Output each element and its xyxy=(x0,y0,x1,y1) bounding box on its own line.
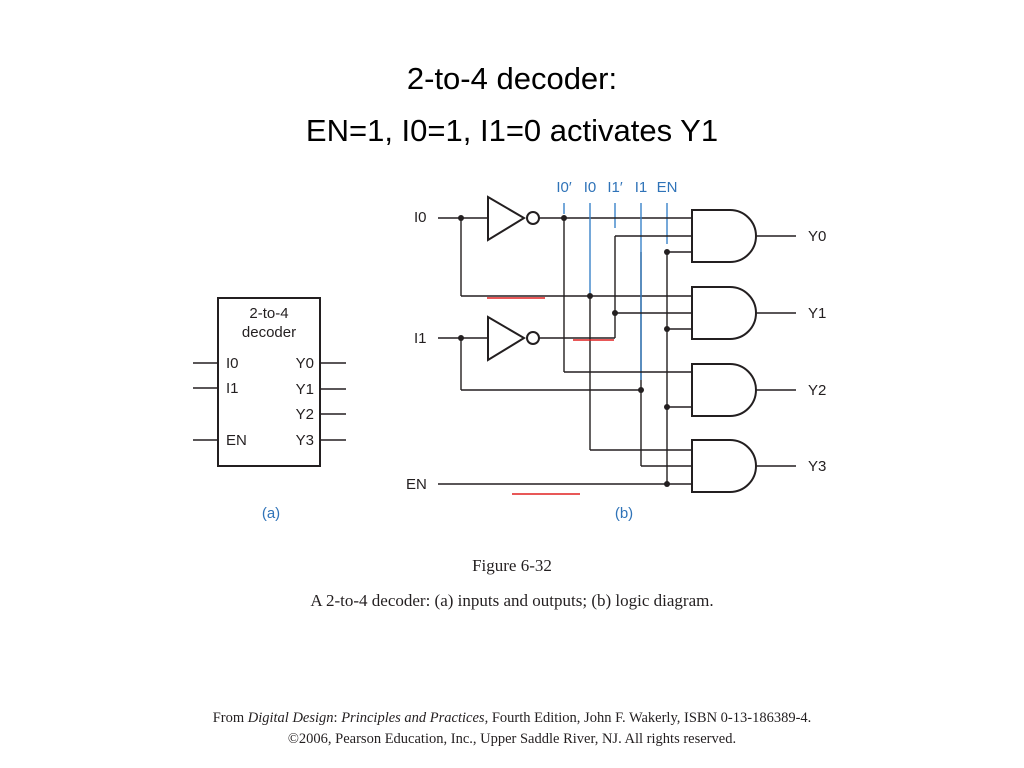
bus-label-i1-bar: I1′ xyxy=(607,179,623,196)
bus-label-i1: I1 xyxy=(635,179,648,196)
credit-line-1: From Digital Design: Principles and Prac… xyxy=(0,710,1024,727)
and-gate-y1 xyxy=(691,286,757,340)
output-label-y1: Y1 xyxy=(808,305,826,322)
junction-dot xyxy=(664,404,670,410)
credit-rest: , Fourth Edition, John F. Wakerly, ISBN … xyxy=(484,710,812,726)
junction-dot xyxy=(458,335,464,341)
block-heading-1: 2-to-4 xyxy=(249,305,288,322)
block-symbol: 2-to-4 decoder I0 I1 EN Y0 Y1 Y2 Y3 (a) xyxy=(193,297,346,522)
junction-dot xyxy=(612,310,618,316)
block-input-i0: I0 xyxy=(226,355,239,372)
block-heading-2: decoder xyxy=(242,324,296,341)
slide-title-line-1: 2-to-4 decoder: xyxy=(406,61,618,96)
inverter-i0 xyxy=(487,195,526,242)
decoder-box xyxy=(217,297,321,467)
block-output-y2: Y2 xyxy=(296,406,314,423)
figure-number: Figure 6-32 xyxy=(472,556,552,575)
and-gate-y3 xyxy=(691,439,757,493)
junction-dot xyxy=(638,387,644,393)
credit-line-2: ©2006, Pearson Education, Inc., Upper Sa… xyxy=(287,731,737,747)
label-b: (b) xyxy=(615,505,633,522)
junction-dot xyxy=(561,215,567,221)
input-label-i0: I0 xyxy=(414,209,427,226)
junction-dot xyxy=(664,481,670,487)
credit-sep: : xyxy=(333,710,342,726)
input-label-i1: I1 xyxy=(414,330,427,347)
output-label-y0: Y0 xyxy=(808,228,826,245)
junction-dot xyxy=(587,293,593,299)
credit-prefix: From xyxy=(212,710,248,726)
and-gate-y2 xyxy=(691,363,757,417)
block-output-y3: Y3 xyxy=(296,432,314,449)
inverter-i1-bubble xyxy=(526,331,540,345)
figure-caption: A 2-to-4 decoder: (a) inputs and outputs… xyxy=(310,591,714,610)
junction-dot xyxy=(664,326,670,332)
block-output-y0: Y0 xyxy=(296,355,314,372)
and-gate-y0 xyxy=(691,209,757,263)
junction-dot xyxy=(458,215,464,221)
output-label-y2: Y2 xyxy=(808,382,826,399)
bus-label-i0-bar: I0′ xyxy=(556,179,572,196)
bus-label-i0: I0 xyxy=(584,179,597,196)
logic-diagram: I0 I1 EN I0′ I0 I1′ I1 EN xyxy=(406,179,826,522)
bus-label-en: EN xyxy=(657,179,678,196)
inverter-i1 xyxy=(487,315,526,362)
input-label-en: EN xyxy=(406,476,427,493)
output-label-y3: Y3 xyxy=(808,458,826,475)
block-output-y1: Y1 xyxy=(296,381,314,398)
junction-dot xyxy=(664,249,670,255)
slide-title-line-2: EN=1, I0=1, I1=0 activates Y1 xyxy=(305,113,719,148)
label-a: (a) xyxy=(262,505,280,522)
credit-book-title: Digital Design xyxy=(247,710,334,726)
block-input-en: EN xyxy=(226,432,247,449)
inverter-i0-bubble xyxy=(526,211,540,225)
credit-subtitle: Principles and Practices xyxy=(341,710,485,726)
block-input-i1: I1 xyxy=(226,380,239,397)
